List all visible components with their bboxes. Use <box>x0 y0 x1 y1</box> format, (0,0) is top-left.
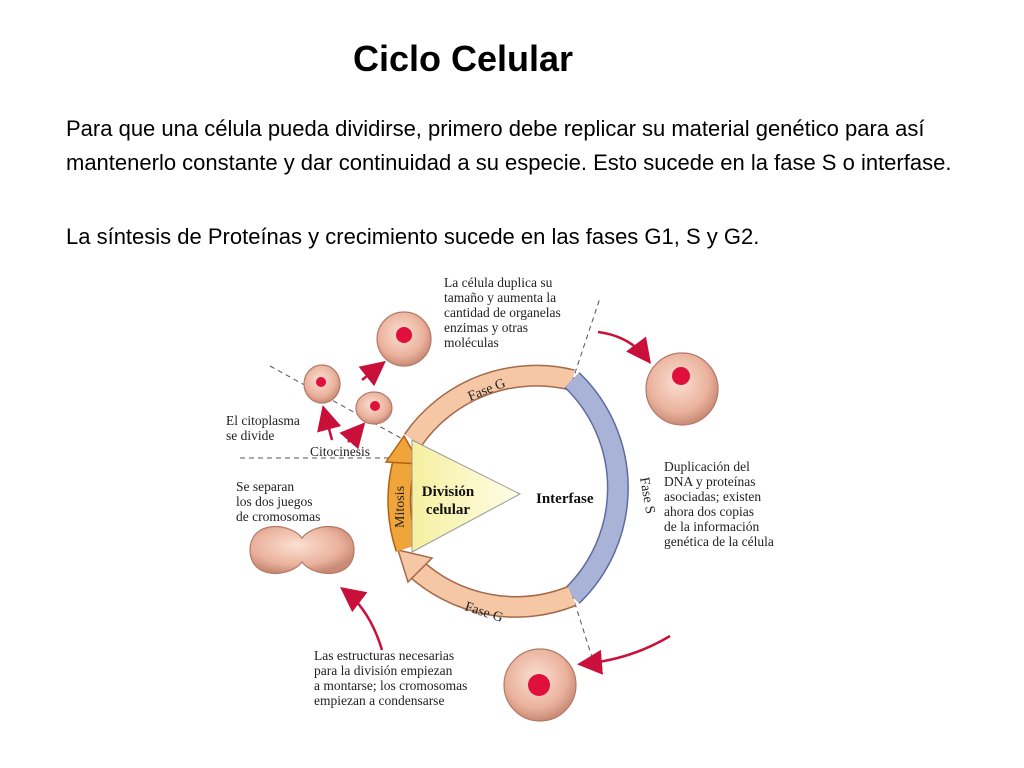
division-label-line1: División <box>422 484 475 500</box>
cell-top-left-large <box>376 311 432 367</box>
note-separate: Se separan los dos juegos de cromosomas <box>236 479 320 524</box>
arrow-to-large-cell <box>358 360 386 387</box>
synthesis-paragraph: La síntesis de Proteínas y crecimiento s… <box>66 224 760 249</box>
arrow-to-condensing-cell <box>577 634 671 675</box>
slide-title: Ciclo Celular <box>352 38 574 79</box>
cell-small-right <box>355 391 393 425</box>
note-cytoplasm: El citoplasma se divide <box>226 413 303 443</box>
g2-arrowhead <box>396 548 434 584</box>
divider-line-top-right <box>571 297 601 383</box>
arrow-to-small-right-cell <box>339 422 366 450</box>
cell-right-grown <box>645 352 719 426</box>
citocinesis-label: Citocinesis <box>310 444 370 459</box>
phase-s-label: Fase S <box>636 476 657 515</box>
mitosis-label: Mitosis <box>393 486 408 528</box>
arrow-to-grown-cell <box>597 330 652 364</box>
arrow-to-small-left-cell <box>317 405 342 441</box>
phase-g1-segment <box>405 366 575 446</box>
note-bottom: Las estructuras necesarias para la divis… <box>314 648 471 708</box>
phase-s-segment <box>565 373 628 603</box>
cell-division-triangle <box>411 439 522 553</box>
interfase-label: Interfase <box>536 491 594 507</box>
intro-paragraph: Para que una célula pueda dividirse, pri… <box>66 116 952 175</box>
cell-small-left <box>303 364 341 404</box>
note-top: La célula duplica su tamaño y aumenta la… <box>444 275 564 350</box>
phase-g2-segment <box>406 558 576 617</box>
arrow-to-dividing-cell <box>340 586 384 651</box>
division-label-line2: celular <box>426 502 470 518</box>
cell-dividing <box>249 526 355 574</box>
note-dna: Duplicación del DNA y proteínas asociada… <box>664 459 774 549</box>
cell-bottom-condensing <box>503 648 577 722</box>
